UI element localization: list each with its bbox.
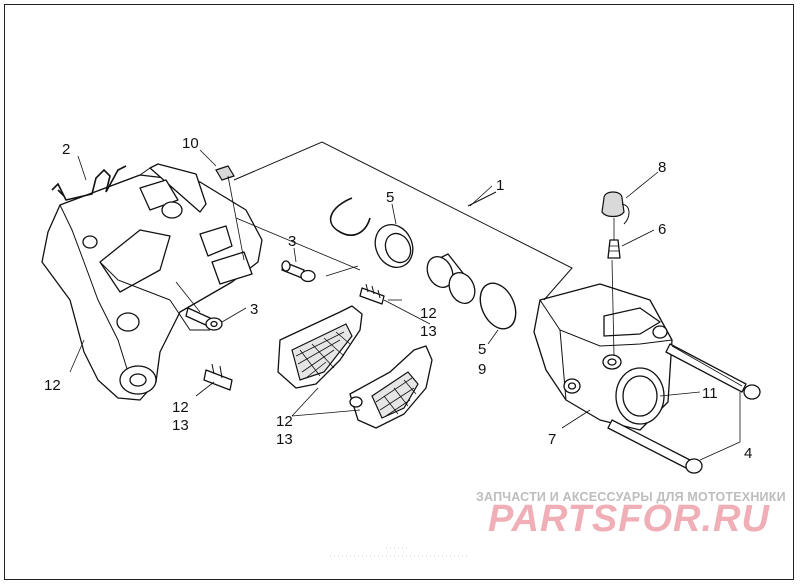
mounting-bolt-lower: [607, 419, 703, 474]
bleed-bolt: [281, 260, 316, 283]
callout-1: 1: [496, 177, 504, 194]
retaining-ring: [329, 197, 371, 236]
callout-12-bracket: 12: [44, 377, 61, 394]
group-bracket-1: [233, 141, 573, 301]
pad-pin-lower: [203, 363, 233, 391]
bracket-bolt: [185, 307, 223, 331]
callout-2: 2: [62, 141, 70, 158]
leader-lines: [69, 149, 741, 461]
callout-4: 4: [744, 445, 752, 462]
assembly-lines: [175, 175, 743, 387]
callout-13-pin-upper: 13: [420, 323, 437, 340]
diagram-frame: [4, 4, 794, 580]
piston-seal: [374, 224, 414, 268]
callout-8: 8: [658, 159, 666, 176]
retaining-pin: [215, 165, 235, 181]
pad-pin-upper: [359, 283, 385, 305]
brake-pad-front: [277, 305, 363, 389]
callout-6: 6: [658, 221, 666, 238]
pad-spring-clip: [51, 165, 127, 201]
callout-labels: 1 2 3 3 4 5 5 6 7 8 9 10 11 12 12 13 12 …: [44, 135, 752, 462]
watermark-logo: PARTSFOR.RU: [488, 498, 770, 540]
watermark-tagline: ЗАПЧАСТИ И АКСЕССУАРЫ ДЛЯ МОТОТЕХНИКИ: [476, 490, 786, 504]
callout-12-pads: 12: [276, 413, 293, 430]
callout-5-oring: 5: [478, 341, 486, 358]
mounting-bolt-upper: [665, 343, 761, 400]
callout-9: 9: [478, 361, 486, 378]
callout-10: 10: [182, 135, 199, 152]
callout-13-pads: 13: [276, 431, 293, 448]
callout-5-seal: 5: [386, 189, 394, 206]
caliper-body: [533, 283, 673, 431]
callout-7: 7: [548, 431, 556, 448]
caliper-piston: [426, 253, 476, 305]
bleeder-cap: [601, 191, 630, 225]
callout-3-upper: 3: [288, 233, 296, 250]
callout-13-pin-lower: 13: [172, 417, 189, 434]
brake-pad-rear: [349, 345, 433, 429]
callout-11: 11: [702, 385, 718, 402]
callout-12-pin-lower: 12: [172, 399, 189, 416]
callout-3-lower: 3: [250, 301, 258, 318]
footer-marks: [330, 547, 470, 557]
callout-12-pin-upper: 12: [420, 305, 437, 322]
bleeder-valve: [607, 239, 621, 259]
caliper-bracket: [41, 163, 263, 401]
piston-o-ring: [479, 282, 517, 330]
